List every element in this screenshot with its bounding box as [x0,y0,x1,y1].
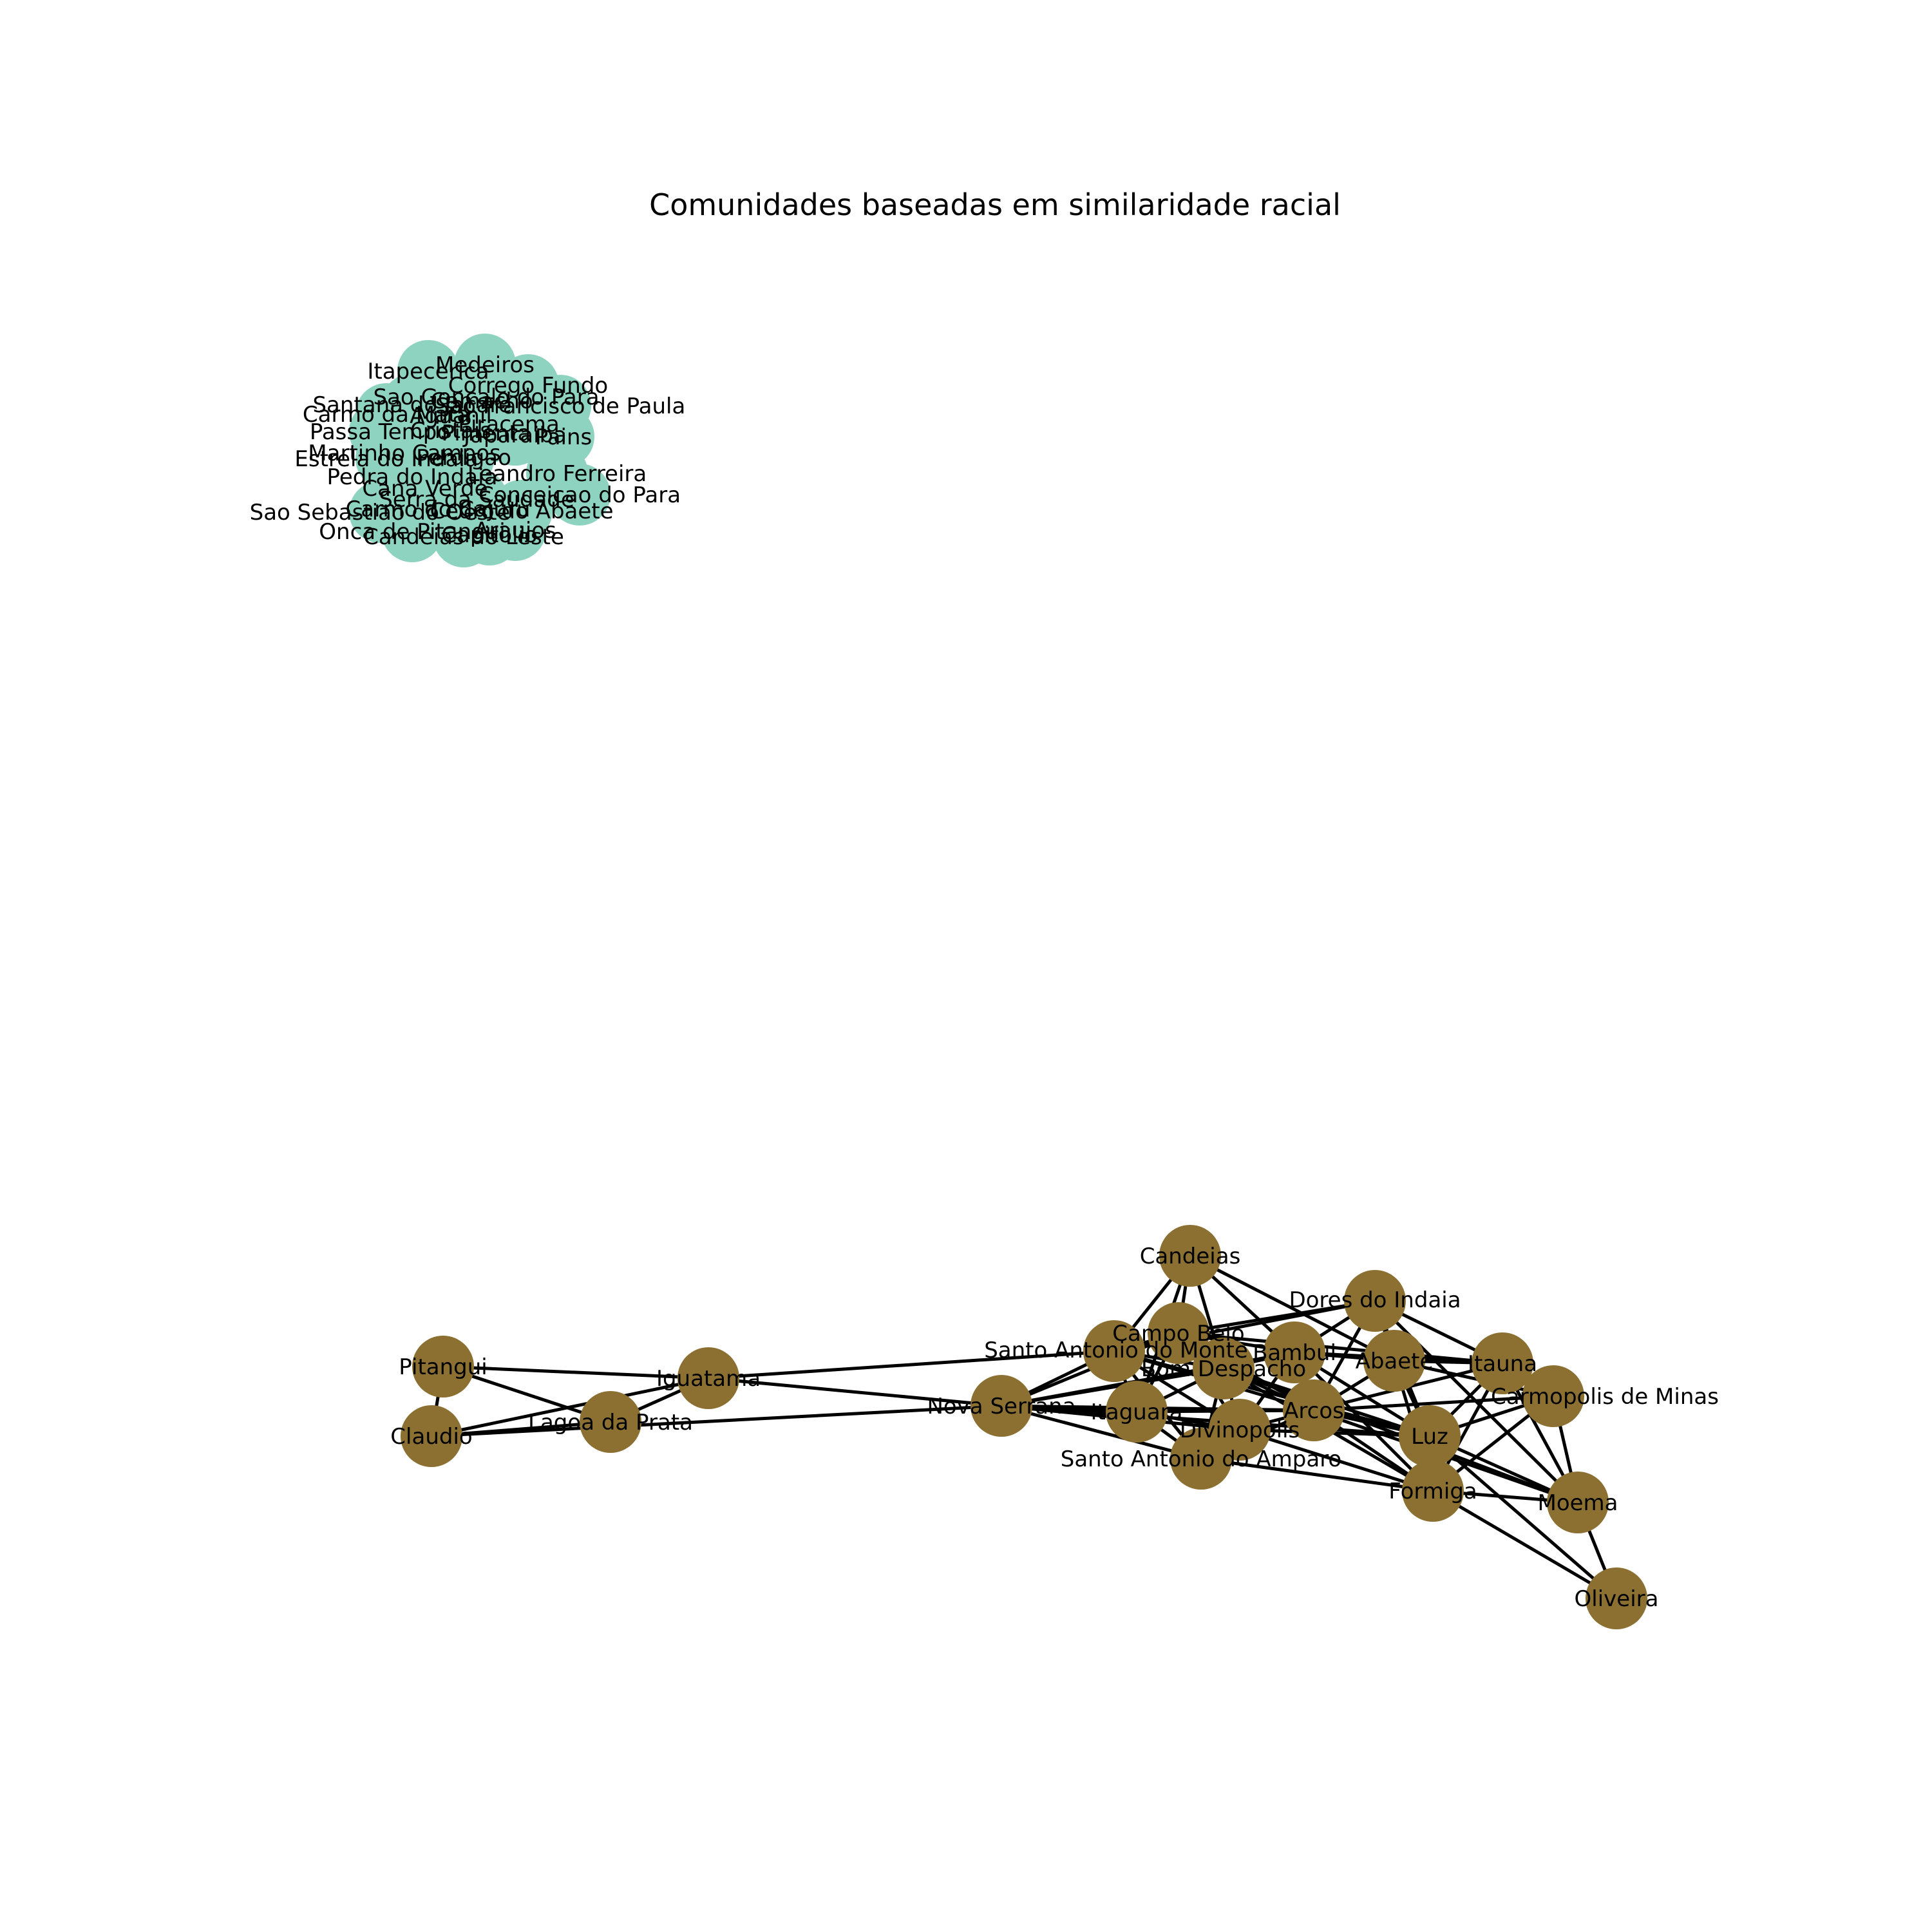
node-bom-despacho [1193,1338,1255,1399]
node-arcos [1283,1379,1345,1441]
label-candeias: Candeias [1140,1244,1241,1269]
label-santo-antonio-do-monte: Santo Antonio do Monte [984,1338,1248,1363]
edge-santo-antonio-do-monte-luz [1113,1349,1430,1438]
label-pimenta: Pimenta [442,421,531,446]
label-sao-goncalo-do-para: Sao Goncalo do Para [373,384,599,410]
edge-divinopolis-formiga [1239,1428,1434,1493]
node-dores-do-indaia [1344,1270,1406,1332]
label-santana-do-jacare: Santana do Jacare [312,392,511,418]
label-oliveira: Oliveira [1575,1586,1659,1612]
chart-title: Comunidades baseadas em similaridade rac… [649,187,1341,222]
node-bambui [1264,1321,1325,1383]
label-santo-antonio-do-amparo: Santo Antonio do Amparo [1061,1446,1341,1472]
label-itaguara: Itaguara [1091,1399,1183,1425]
node-santo-antonio-do-monte [1083,1320,1145,1382]
node-itaguara [1106,1381,1168,1443]
label-carmopolis-de-minas: Carmopolis de Minas [1491,1384,1719,1410]
label-pains: Pains [535,424,592,450]
node-abaete [1363,1330,1425,1392]
label-serra-da-saudade: Serra da Saudade [379,487,574,513]
label-carmo-do-cajuru: Carmo do Cajuru [346,497,531,522]
label-nova-serrana: Nova Serrana [927,1394,1075,1419]
edge-formiga-santo-antonio-do-amparo [1200,1457,1434,1493]
node-campo-belo [1148,1302,1209,1364]
label-corrego-fundo: Corrego Fundo [448,373,608,399]
label-claudio: Claudio [390,1424,472,1450]
label-perdigao: Perdigao [416,445,511,471]
edge-nova-serrana-santo-antonio-do-amparo [1001,1404,1202,1461]
label-aguanil: Aguanil [410,403,492,429]
graph-nodes [349,334,1647,1629]
label-itapecerica: Itapecerica [367,359,489,384]
label-passa-tempo: Passa Tempo [310,419,450,445]
label-iguatama: Iguatama [656,1366,761,1392]
label-itauna: Itauna [1468,1351,1537,1377]
label-martinho-campos: Martinho Campos [308,440,500,466]
label-dores-do-indaia: Dores do Indaia [1289,1287,1461,1313]
node-luz [1399,1405,1461,1467]
node-candeias-do-leste [433,506,495,567]
node-nova-serrana [971,1375,1032,1437]
label-bom-despacho: Bom Despacho [1141,1356,1306,1382]
label-sao-sebastiao-do-oeste: Sao Sebastiao do Oeste [250,500,511,526]
edge-candeias-abaete [1189,1254,1396,1363]
label-conceicao-do-para: Conceicao do Para [478,482,681,508]
label-pitangui: Pitangui [399,1354,488,1380]
node-formiga [1402,1460,1464,1522]
node-itauna [1472,1332,1533,1394]
label-candeias-do-leste: Candeias do Leste [363,524,564,550]
label-moema: Moema [1537,1490,1618,1516]
label-medeiros: Medeiros [435,352,535,378]
edge-claudio-iguatama [431,1376,709,1438]
edge-carmopolis-de-minas-arcos [1313,1394,1554,1412]
node-pitangui [412,1336,474,1397]
edge-claudio-nova-serrana [431,1404,1002,1438]
label-luz: Luz [1411,1424,1448,1450]
label-estrela-do-indaia: Estrela do Indaia [294,446,478,472]
label-cana-verde: Cana Verde [362,476,488,502]
label-piracema: Piracema [458,412,560,437]
edge-pitangui-iguatama [442,1365,709,1380]
node-candeias [1159,1225,1221,1287]
label-onca-de-pitangui: Onca de Pitangui [319,519,505,545]
edge-iguatama-santo-antonio-do-monte [708,1349,1115,1380]
label-leandro-ferreira: Leandro Ferreira [468,461,647,487]
label-sao-francisco-de-paula: Sao Francisco de Paula [435,393,686,419]
label-capitolio: Capitolio [441,522,537,548]
label-cristais: Cristais [410,418,491,444]
label-abaete: Abaete [1356,1349,1434,1374]
label-arcos: Arcos [1283,1398,1344,1424]
label-camacho: Camacho [430,388,533,414]
edge-luz-oliveira [1428,1435,1618,1600]
node-carmopolis-de-minas [1522,1365,1584,1427]
label-divinopolis: Divinopolis [1180,1417,1300,1443]
node-santo-antonio-do-amparo [1170,1428,1232,1490]
node-onca-de-pitangui [381,500,443,562]
label-bambui: Bambui [1253,1340,1336,1366]
label-cedro-do-abaete: Cedro do Abaete [430,498,613,524]
label-pedra-do-indaia: Pedra do Indaia [327,464,498,490]
node-japaraiba [484,404,546,466]
label-carmo-da-mata: Carmo da Mata [303,402,470,428]
node-oliveira [1586,1567,1647,1629]
node-iguatama [677,1347,739,1409]
edge-campo-belo-itauna [1178,1331,1503,1365]
node-conceicao-do-para [549,464,611,526]
label-japaraiba: Japaraiba [462,422,567,448]
label-lagoa-da-prata: Lagoa da Prata [528,1410,693,1435]
node-moema [1547,1472,1609,1533]
edge-formiga-oliveira [1432,1489,1618,1600]
label-araujos: Araujos [474,518,556,544]
node-lagoa-da-prata [580,1391,641,1453]
label-campo-belo: Campo Belo [1112,1321,1244,1347]
edge-iguatama-nova-serrana [708,1376,1002,1408]
label-formiga: Formiga [1388,1479,1477,1504]
node-claudio [401,1405,462,1467]
